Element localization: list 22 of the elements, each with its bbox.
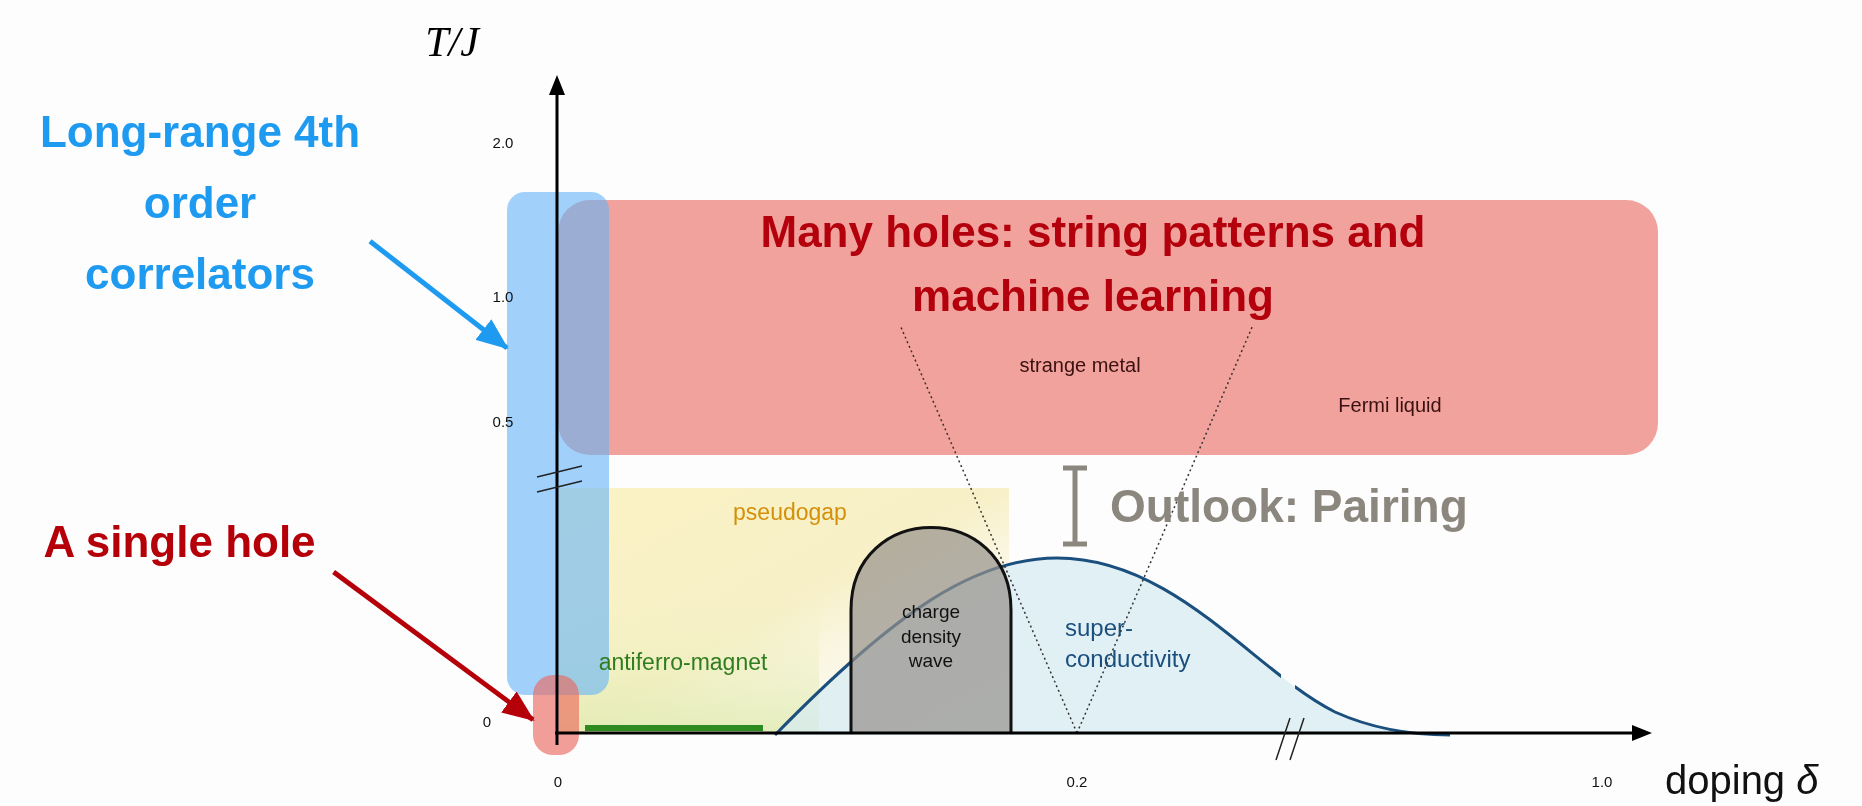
arrow — [332, 570, 535, 722]
tick-label: 0 — [482, 713, 492, 731]
axis-title: doping δ — [1665, 758, 1819, 802]
phase-label: super- conductivity — [1065, 613, 1192, 675]
callout-text: A single hole — [43, 515, 316, 568]
heading-text: Many holes: string patterns and machine learning — [759, 206, 1427, 322]
tick-label: 0.5 — [492, 413, 514, 431]
phase-label: charge density wave — [899, 600, 963, 674]
highlight-pill — [533, 675, 579, 755]
tick-label: 0.2 — [1066, 773, 1088, 791]
axis-title: T/J — [425, 18, 479, 66]
phase-label: pseudogap — [733, 500, 847, 526]
tick-label: 1.0 — [492, 288, 514, 306]
phase-label: antiferro-magnet — [598, 650, 768, 676]
phase-label: strange metal — [1019, 354, 1141, 376]
arrow — [368, 239, 509, 350]
outlook-text: Outlook: Pairing — [1110, 480, 1468, 532]
tick-label: 2.0 — [492, 134, 514, 152]
phase-label: Fermi liquid — [1338, 394, 1442, 416]
tick-label: 0 — [553, 773, 563, 791]
callout-text: Long-range 4th order correlators — [38, 106, 362, 300]
tick-label: 1.0 — [1591, 773, 1613, 791]
